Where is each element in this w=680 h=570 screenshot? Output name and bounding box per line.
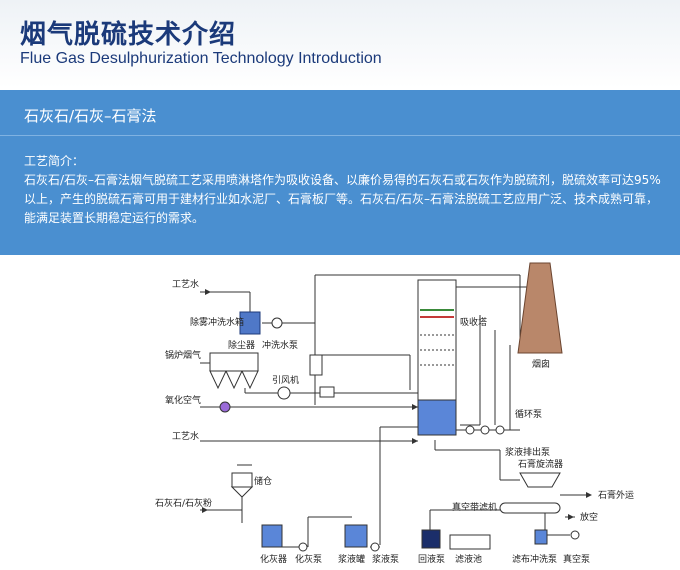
arrow-gypsum-out [586, 492, 592, 498]
label-silo: 储仓 [254, 475, 272, 487]
label-dust-collector: 除尘器 [228, 339, 255, 351]
label-absorber: 吸收塔 [460, 316, 487, 328]
section-body: 石灰石/石灰–石膏法烟气脱硫工艺采用喷淋塔作为吸收设备、以廉价易得的石灰石或石灰… [24, 173, 661, 225]
circulation-pump-3-icon [495, 425, 505, 435]
arrow-process-water-2 [412, 438, 418, 444]
label-limestone-powder: 石灰石/石灰粉 [155, 497, 212, 509]
label-slurry-tank: 浆液罐 [338, 553, 365, 565]
page-title: 烟气脱硫技术介绍 [20, 20, 237, 50]
process-flow-diagram: 工艺水 除雾冲洗水箱 冲洗水泵 锅炉烟气 除尘器 引风机 氧化空气 吸收塔 烟囱… [155, 262, 634, 565]
arrow-oxidation-air [412, 404, 418, 410]
dust-hopper-2 [225, 370, 243, 390]
label-cloth-wash-pump: 滤布冲洗泵 [512, 553, 557, 565]
gas-heater [319, 386, 335, 398]
silo-body [231, 472, 253, 488]
label-gypsum-out: 石膏外运 [598, 489, 634, 501]
dissolver-tank [261, 524, 283, 548]
heat-exchanger [309, 354, 323, 376]
label-slurry-pump: 浆液泵 [372, 553, 399, 565]
wash-pump-icon [271, 317, 283, 329]
page-title-english: Flue Gas Desulphurization Technology Int… [20, 50, 382, 67]
label-boiler-gas: 锅炉烟气 [165, 349, 201, 361]
label-wash-pump: 冲洗水泵 [262, 339, 298, 351]
oxidation-blower-icon [219, 401, 231, 413]
label-vent: 放空 [580, 511, 598, 523]
return-tank [421, 529, 441, 549]
dust-hopper-3 [241, 370, 259, 390]
filtrate-pit [449, 534, 491, 550]
label-vacuum-pump: 真空泵 [563, 553, 590, 565]
circulation-pump-1-icon [465, 425, 475, 435]
circulation-pump-2-icon [480, 425, 490, 435]
label-dissolver: 化灰器 [260, 553, 287, 565]
slurry-pump-icon [370, 542, 380, 552]
label-vacuum-belt-filter: 真空带滤机 [452, 501, 497, 513]
label-process-water-1: 工艺水 [172, 278, 199, 290]
arrow-limestone [202, 507, 208, 513]
mist-wash-tank [239, 311, 261, 335]
label-slurry-discharge-pump: 浆液排出泵 [505, 446, 550, 458]
induced-fan-icon [277, 386, 291, 400]
label-circulation-pump: 循环泵 [515, 408, 542, 420]
absorber-sump [417, 399, 457, 436]
dust-collector [209, 352, 259, 372]
arrow-vent [568, 514, 574, 520]
slurry-tank [344, 524, 368, 548]
header-background [0, 0, 680, 88]
label-gypsum-cyclone: 石膏旋流器 [518, 458, 563, 470]
vacuum-belt-filter [499, 502, 561, 514]
label-process-water-2: 工艺水 [172, 430, 199, 442]
lime-pump-icon [298, 542, 308, 552]
gypsum-cyclone [519, 472, 561, 488]
label-induced-fan: 引风机 [272, 374, 299, 386]
label-mist-wash-tank: 除雾冲洗水箱 [190, 316, 244, 328]
section-divider [0, 135, 680, 136]
cloth-wash-tank [534, 529, 548, 545]
section-title: 石灰石/石灰–石膏法 [24, 107, 157, 125]
dust-hopper-1 [209, 370, 227, 390]
vacuum-pump-icon [570, 530, 580, 540]
section-subtitle: 工艺简介： [24, 154, 85, 168]
label-return-pump: 回液泵 [418, 553, 445, 565]
arrow-process-water [205, 289, 211, 295]
label-chimney: 烟囱 [532, 358, 550, 370]
label-lime-pump: 化灰泵 [295, 553, 322, 565]
chimney-stack [517, 262, 563, 354]
silo-cone [230, 486, 254, 498]
label-filtrate-tank: 滤液池 [455, 553, 482, 565]
intro-panel [0, 90, 680, 255]
label-oxidation-air: 氧化空气 [165, 394, 201, 406]
